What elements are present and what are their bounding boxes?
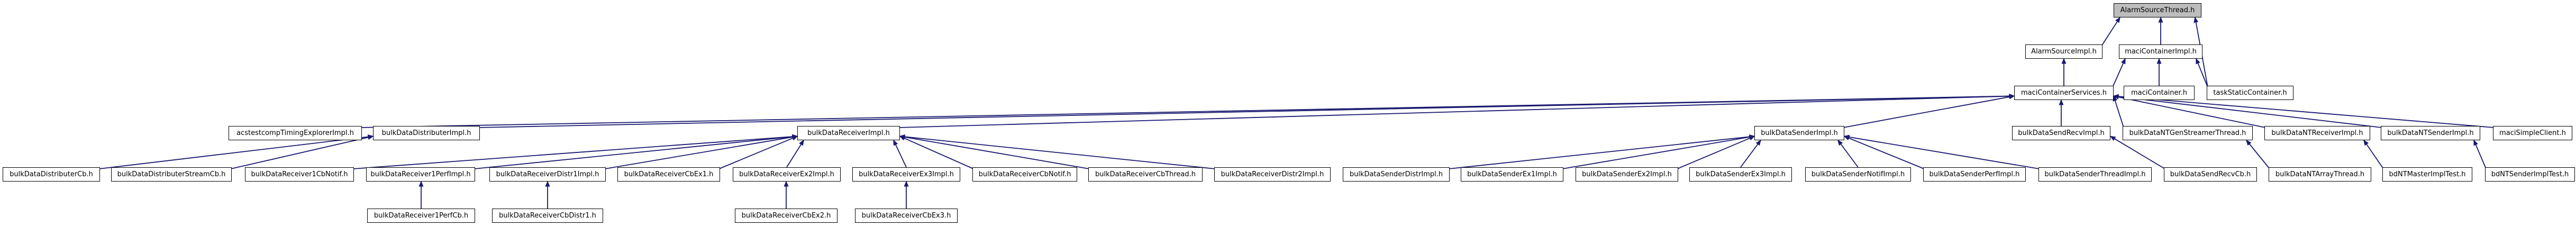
graph-node-bulkDataReceiverImpl[interactable]: bulkDataReceiverImpl.h: [797, 126, 900, 140]
graph-node-maciSimpleClient[interactable]: maciSimpleClient.h: [2493, 126, 2572, 140]
graph-node-bulkDataSenderDistrImpl[interactable]: bulkDataSenderDistrImpl.h: [1343, 167, 1450, 182]
edge-bulkDataReceiverCbEx1-to-bulkDataReceiverImpl: [718, 135, 798, 169]
graph-node-bulkDataReceiver1PerfCb[interactable]: bulkDataReceiver1PerfCb.h: [367, 209, 475, 223]
edge-bulkDataReceiverDistr1Impl-to-bulkDataReceiverImpl: [604, 134, 798, 169]
graph-node-maciContainer[interactable]: maciContainer.h: [2124, 86, 2195, 100]
graph-node-bulkDataNTSenderImpl[interactable]: bulkDataNTSenderImpl.h: [2381, 126, 2480, 140]
edge-bulkDataDistributerCb-to-bulkDataDistributerImpl: [98, 134, 374, 169]
graph-node-bulkDataReceiverCbEx2[interactable]: bulkDataReceiverCbEx2.h: [735, 209, 838, 223]
graph-node-bulkDataSenderEx3Impl[interactable]: bulkDataSenderEx3Impl.h: [1689, 167, 1792, 182]
graph-node-bdNTMasterImplTest[interactable]: bdNTMasterImplTest.h: [2382, 167, 2472, 182]
edge-bulkDataSenderNotifImpl-to-bulkDataSenderImpl: [1837, 139, 1859, 168]
edge-bulkDataNTSenderImpl-to-maciContainerServices: [2113, 94, 2382, 128]
edge-bulkDataDistributerImpl-to-maciContainerServices: [478, 94, 2015, 128]
edge-bulkDataNTArrayThread-to-bulkDataNTGenStreamerThread: [2246, 139, 2270, 169]
edge-bulkDataReceiverCbNotif-to-bulkDataReceiverImpl: [899, 135, 974, 169]
edges-group: [98, 16, 2495, 209]
graph-node-bulkDataReceiverCbDistr1[interactable]: bulkDataReceiverCbDistr1.h: [492, 209, 603, 223]
graph-node-bulkDataNTReceiverImpl[interactable]: bulkDataNTReceiverImpl.h: [2264, 126, 2370, 140]
edge-bulkDataReceiverEx2Impl-to-bulkDataReceiverImpl: [786, 139, 804, 168]
graph-node-bulkDataReceiverCbThread[interactable]: bulkDataReceiverCbThread.h: [1088, 167, 1203, 182]
graph-node-bulkDataNTGenStreamerThread[interactable]: bulkDataNTGenStreamerThread.h: [2123, 126, 2253, 140]
edge-alarmSourceImpl-to-alarmSourceThread: [2101, 16, 2120, 47]
graph-node-bulkDataReceiver1CbNotif[interactable]: bulkDataReceiver1CbNotif.h: [245, 167, 354, 182]
edge-bulkDataSenderEx1Impl-to-bulkDataSenderImpl: [1562, 134, 1755, 169]
graph-node-maciContainerImpl[interactable]: maciContainerImpl.h: [2119, 44, 2202, 59]
graph-node-bulkDataSenderEx2Impl[interactable]: bulkDataSenderEx2Impl.h: [1576, 167, 1678, 182]
edge-bulkDataNTGenStreamerThread-to-maciContainerServices: [2113, 95, 2124, 128]
graph-node-bulkDataReceiverCbEx3[interactable]: bulkDataReceiverCbEx3.h: [855, 209, 958, 223]
edge-bulkDataReceiverDistr2Impl-to-bulkDataReceiverImpl: [899, 134, 1216, 169]
graph-node-bulkDataSendRecvCb[interactable]: bulkDataSendRecvCb.h: [2164, 167, 2257, 182]
graph-node-bulkDataReceiver1PerfImpl[interactable]: bulkDataReceiver1PerfImpl.h: [366, 167, 475, 182]
edge-bulkDataSenderEx3Impl-to-bulkDataSenderImpl: [1740, 139, 1761, 168]
edge-bulkDataReceiverCbThread-to-bulkDataReceiverImpl: [899, 134, 1090, 169]
edge-bulkDataSenderThreadImpl-to-bulkDataSenderImpl: [1843, 134, 2040, 169]
edge-bulkDataReceiverEx3Impl-to-bulkDataReceiverImpl: [893, 139, 907, 168]
edge-bulkDataReceiver1PerfImpl-to-bulkDataReceiverImpl: [474, 134, 798, 169]
graph-node-alarmSourceImpl[interactable]: AlarmSourceImpl.h: [2025, 44, 2102, 59]
graph-node-acstestcompTimingExplorerImpl[interactable]: acstestcompTimingExplorerImpl.h: [229, 126, 362, 140]
graph-node-bulkDataSenderThreadImpl[interactable]: bulkDataSenderThreadImpl.h: [2038, 167, 2152, 182]
graph-node-maciContainerServices[interactable]: maciContainerServices.h: [2014, 86, 2114, 100]
graph-node-taskStaticContainer[interactable]: taskStaticContainer.h: [2207, 86, 2293, 100]
graph-node-bulkDataReceiverEx2Impl[interactable]: bulkDataReceiverEx2Impl.h: [733, 167, 841, 182]
edge-maciContainerServices-to-maciContainerImpl: [2112, 58, 2126, 88]
graph-node-bulkDataReceiverCbEx1[interactable]: bulkDataReceiverCbEx1.h: [617, 167, 720, 182]
edge-bulkDataSendRecvCb-to-bulkDataSendRecvImpl: [2109, 135, 2165, 169]
edge-bulkDataSenderDistrImpl-to-bulkDataSenderImpl: [1448, 134, 1755, 169]
edge-bdNTMasterImplTest-to-bulkDataNTReceiverImpl: [2363, 139, 2384, 169]
edge-bulkDataSenderImpl-to-maciContainerServices: [1843, 94, 2015, 128]
graph-node-bulkDataSenderNotifImpl[interactable]: bulkDataSenderNotifImpl.h: [1805, 167, 1911, 182]
graph-node-bulkDataSenderImpl[interactable]: bulkDataSenderImpl.h: [1754, 126, 1844, 140]
graph-node-bulkDataDistributerStreamCb[interactable]: bulkDataDistributerStreamCb.h: [111, 167, 232, 182]
graph-node-bulkDataReceiverDistr1Impl[interactable]: bulkDataReceiverDistr1Impl.h: [489, 167, 606, 182]
graph-node-bulkDataReceiverCbNotif[interactable]: bulkDataReceiverCbNotif.h: [972, 167, 1077, 182]
graph-node-alarmSourceThread[interactable]: AlarmSourceThread.h: [2114, 3, 2201, 17]
edge-bdNTSenderImplTest-to-bulkDataNTSenderImpl: [2473, 139, 2487, 169]
edge-bulkDataSenderEx2Impl-to-bulkDataSenderImpl: [1677, 135, 1755, 169]
edge-taskStaticContainer-to-maciContainerImpl: [2196, 58, 2208, 88]
graph-node-bdNTSenderImplTest[interactable]: bdNTSenderImplTest.h: [2485, 167, 2575, 182]
edge-bulkDataReceiverImpl-to-maciContainerServices: [898, 94, 2015, 128]
edge-bulkDataReceiver1CbNotif-to-bulkDataReceiverImpl: [352, 134, 798, 169]
edge-bulkDataNTReceiverImpl-to-maciContainerServices: [2113, 94, 2266, 128]
edge-maciSimpleClient-to-maciContainerServices: [2113, 94, 2495, 128]
edge-bulkDataDistributerStreamCb-to-bulkDataDistributerImpl: [230, 135, 374, 169]
graph-node-bulkDataDistributerCb[interactable]: bulkDataDistributerCb.h: [3, 167, 100, 182]
graph-node-bulkDataReceiverDistr2Impl[interactable]: bulkDataReceiverDistr2Impl.h: [1214, 167, 1331, 182]
graph-node-bulkDataReceiverEx3Impl[interactable]: bulkDataReceiverEx3Impl.h: [852, 167, 960, 182]
edge-bulkDataSenderPerfImpl-to-bulkDataSenderImpl: [1843, 135, 1925, 169]
graph-node-bulkDataDistributerImpl[interactable]: bulkDataDistributerImpl.h: [373, 126, 480, 140]
graph-node-bulkDataNTArrayThread[interactable]: bulkDataNTArrayThread.h: [2269, 167, 2371, 182]
graph-node-bulkDataSendRecvImpl[interactable]: bulkDataSendRecvImpl.h: [2012, 126, 2110, 140]
graph-node-bulkDataSenderEx1Impl[interactable]: bulkDataSenderEx1Impl.h: [1461, 167, 1563, 182]
graph-node-bulkDataSenderPerfImpl[interactable]: bulkDataSenderPerfImpl.h: [1923, 167, 2026, 182]
